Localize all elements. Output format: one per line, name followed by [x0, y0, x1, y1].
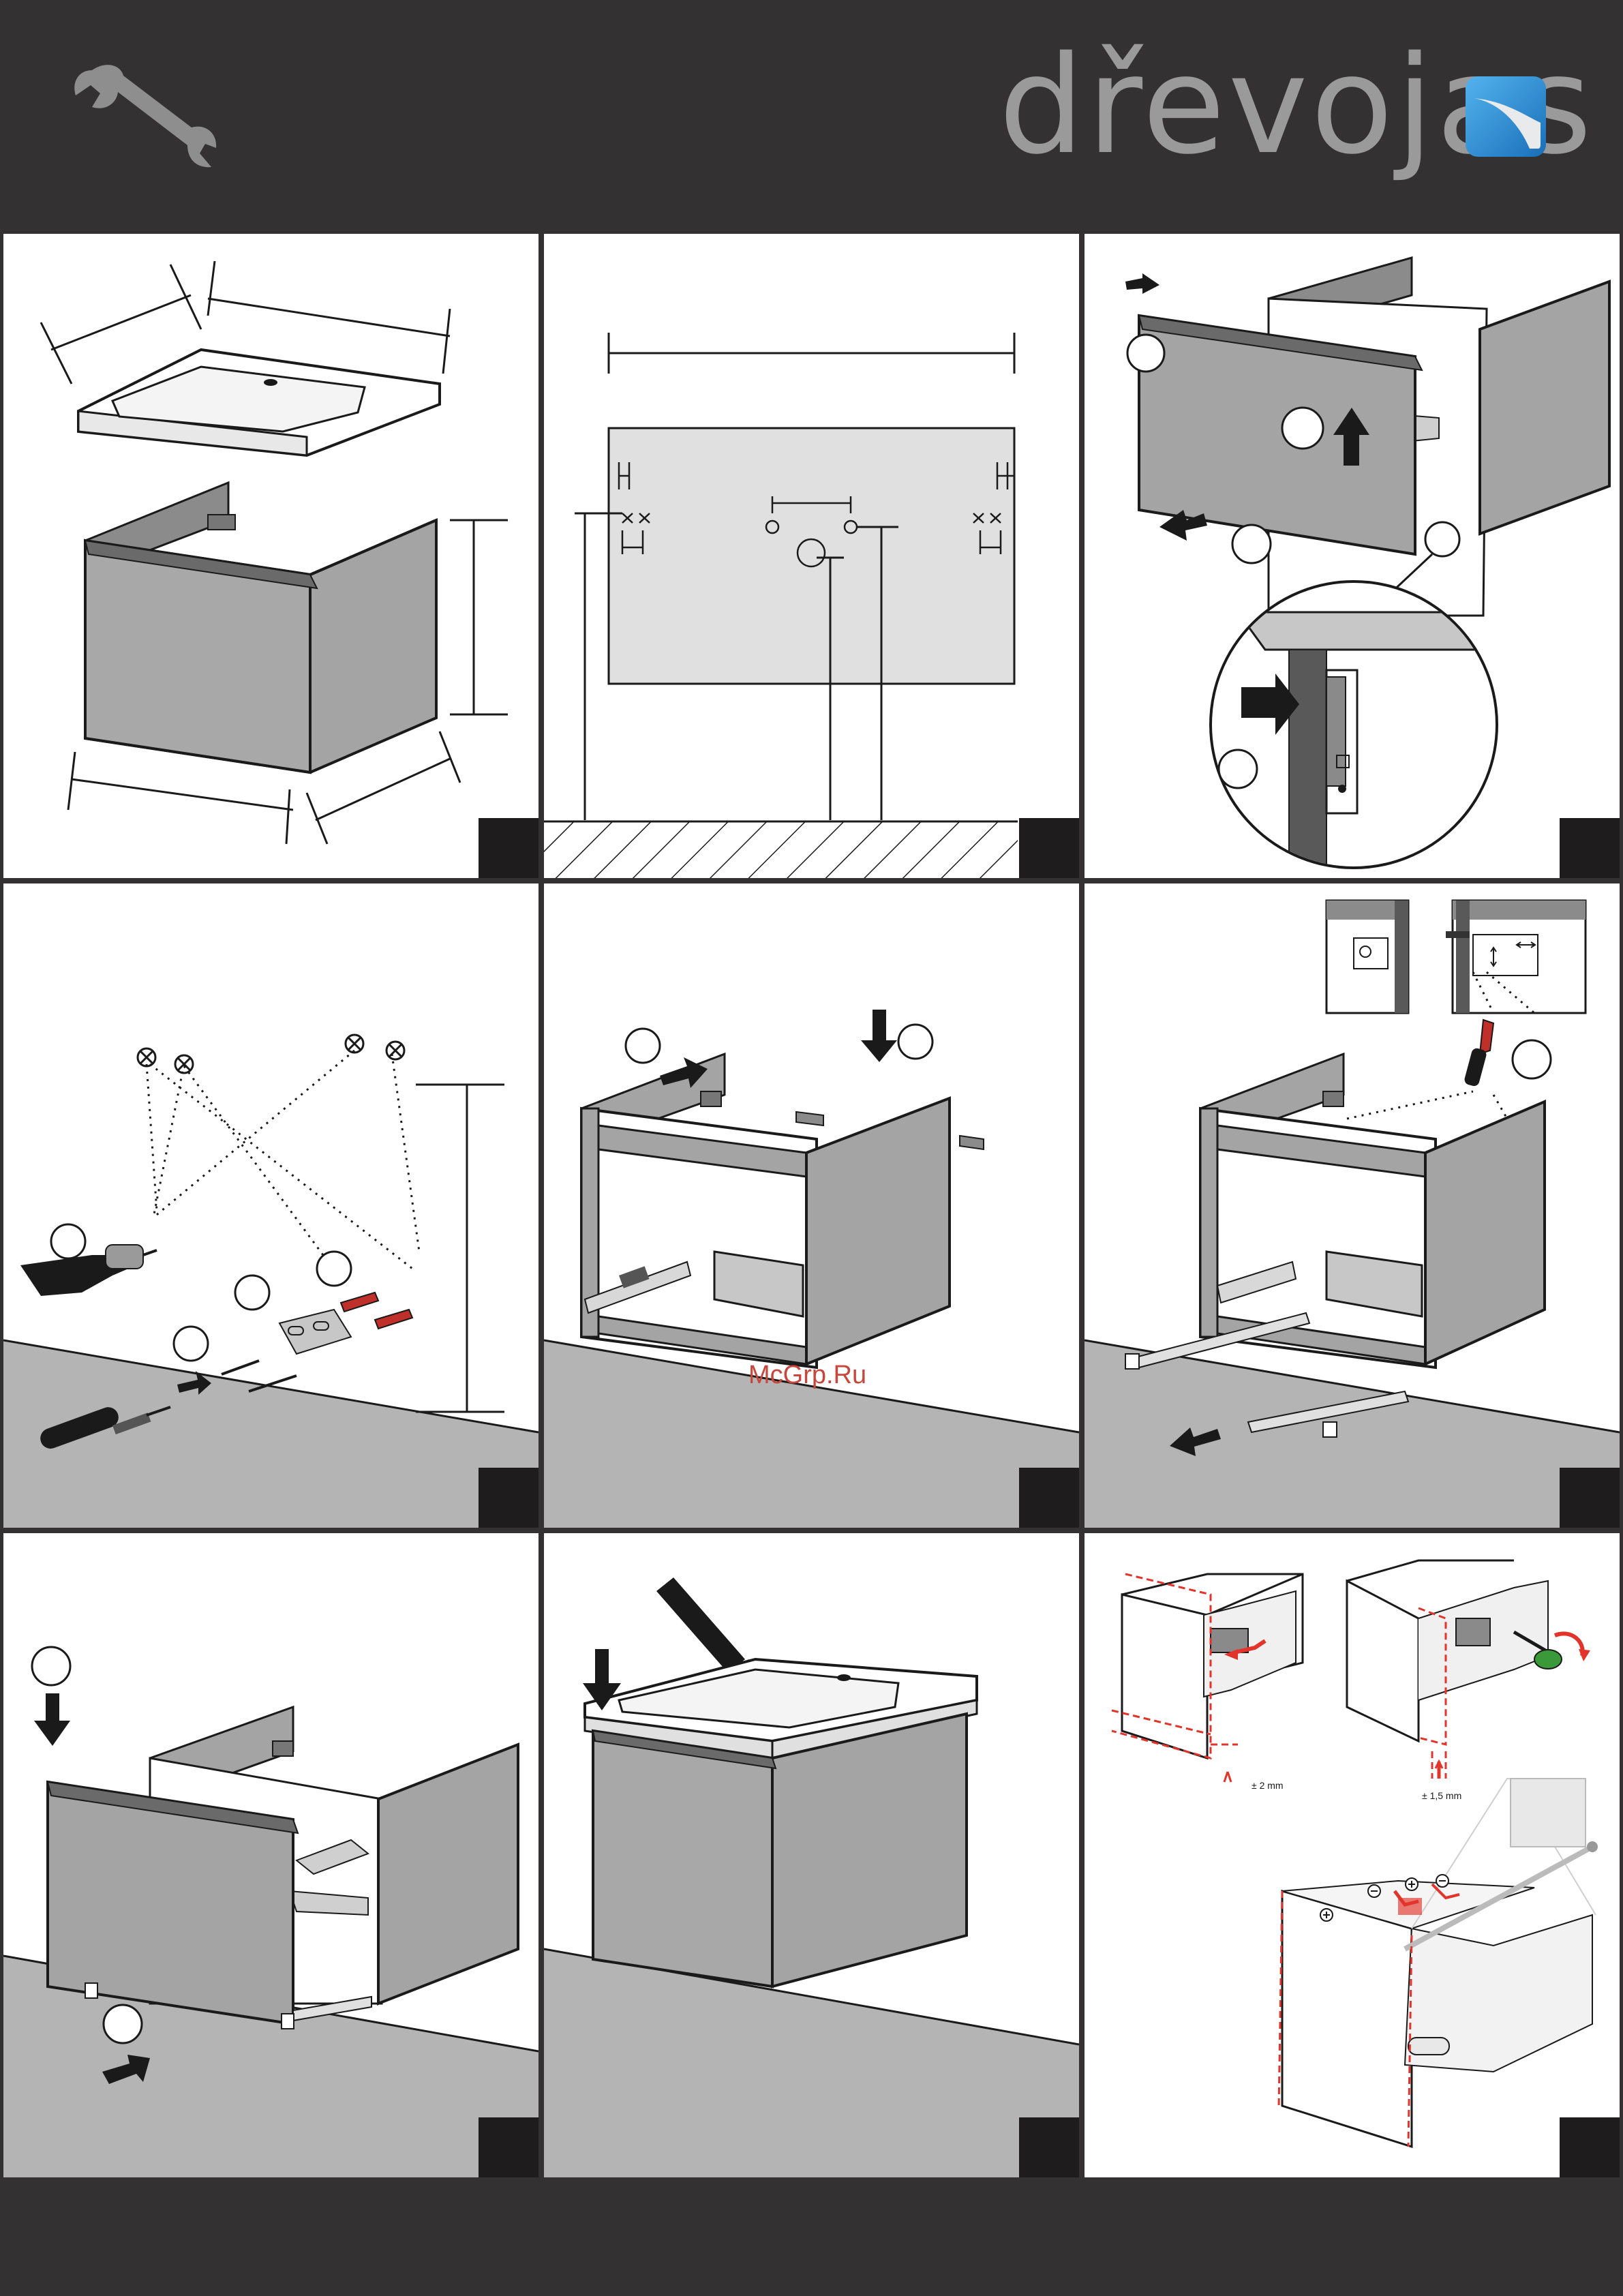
- drawer-insertion-illustration: [3, 1533, 539, 2177]
- step-marker: [479, 1468, 539, 1528]
- step-marker: [1560, 2117, 1620, 2177]
- wrench-icon: [72, 58, 218, 174]
- step-marker: [479, 2117, 539, 2177]
- bracket-adjustment-illustration: [1084, 883, 1620, 1528]
- step-marker: [479, 818, 539, 878]
- panel-3-drawer-removal: [1084, 234, 1620, 878]
- front-adjustment-illustration: ± 2 mm ± 1,5 mm: [1084, 1533, 1620, 2177]
- panel-6-bracket-adjustment: [1084, 883, 1620, 1528]
- wall-fixing-illustration: [3, 883, 539, 1528]
- panel-8-basin-sealing: [544, 1533, 1079, 2177]
- step-marker: [1019, 1468, 1079, 1528]
- panel-1-dimensions: [3, 234, 539, 878]
- height-adjust-label: ± 1,5 mm: [1422, 1790, 1461, 1801]
- step-marker: [1019, 2117, 1079, 2177]
- assembly-steps-grid: McGrp.Ru: [0, 230, 1623, 2180]
- footer-bar: [0, 2180, 1623, 2296]
- hanging-brackets-illustration: [544, 883, 1079, 1528]
- drilling-template-illustration: [544, 234, 1079, 878]
- panel-5-hanging-brackets: McGrp.Ru: [544, 883, 1079, 1528]
- basin-cabinet-illustration: [3, 234, 539, 878]
- watermark-text: McGrp.Ru: [748, 1361, 866, 1390]
- basin-sealing-illustration: [544, 1533, 1079, 2177]
- drevojas-logo-icon: [1464, 75, 1547, 158]
- panel-7-drawer-insertion: [3, 1533, 539, 2177]
- drawer-removal-illustration: [1084, 234, 1620, 878]
- step-marker: [1019, 818, 1079, 878]
- header-bar: dřevojas: [0, 0, 1623, 230]
- panel-9-front-adjustment: ± 2 mm ± 1,5 mm: [1084, 1533, 1620, 2177]
- panel-4-wall-fixing: [3, 883, 539, 1528]
- step-marker: [1560, 1468, 1620, 1528]
- step-marker: [1560, 818, 1620, 878]
- depth-adjust-label: ± 2 mm: [1252, 1780, 1284, 1791]
- panel-2-wall-template: [544, 234, 1079, 878]
